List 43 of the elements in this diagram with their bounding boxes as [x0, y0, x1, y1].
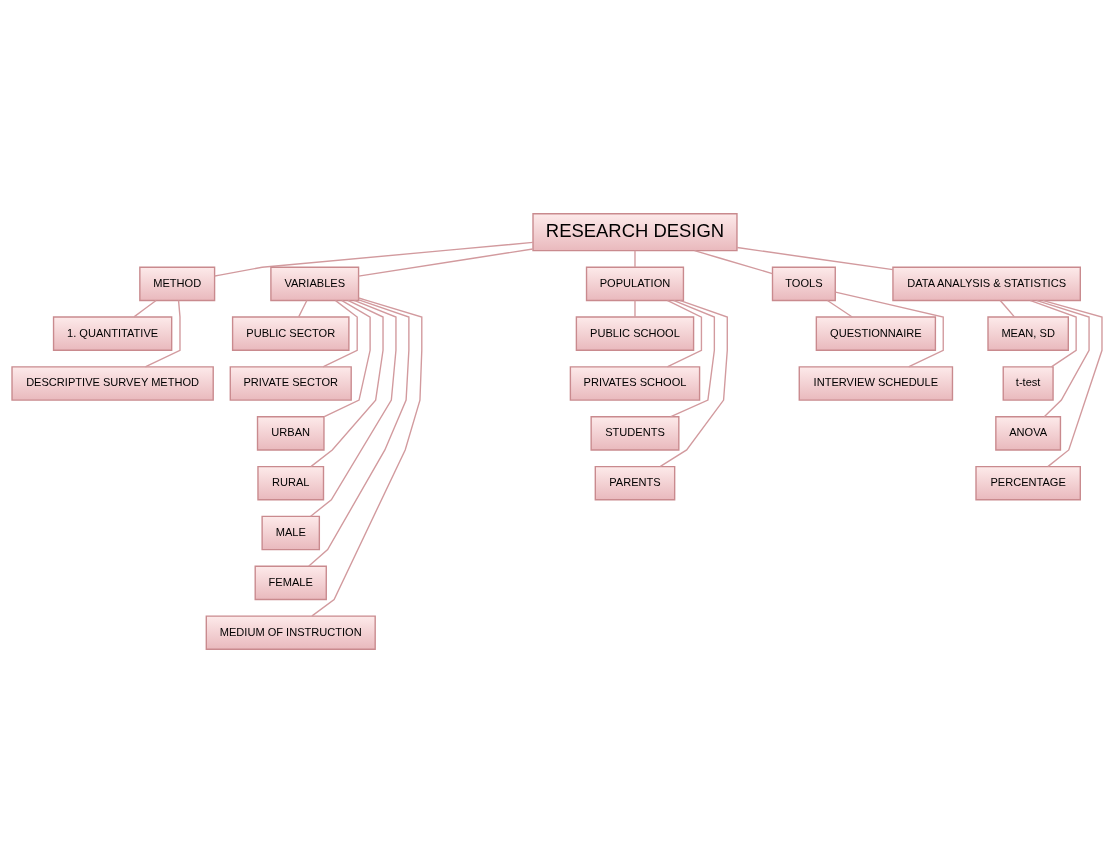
connector	[1029, 299, 1077, 368]
connector	[298, 299, 308, 318]
node-box: PRIVATE SECTOR	[229, 366, 352, 401]
node-box: DATA ANALYSIS & STATISTICS	[892, 266, 1081, 302]
connector	[826, 299, 853, 318]
node-box: DESCRIPTIVE SURVEY METHOD	[11, 366, 214, 401]
connector	[669, 299, 716, 418]
connector	[310, 299, 384, 468]
connector	[309, 299, 397, 518]
node-box: FEMALE	[254, 565, 327, 601]
node-box: RESEARCH DESIGN	[532, 213, 738, 252]
connector	[308, 299, 410, 567]
connector	[634, 250, 636, 268]
node-box: METHOD	[139, 266, 216, 302]
node-box: QUESTIONNAIRE	[815, 316, 937, 351]
node-box: VARIABLES	[270, 266, 360, 302]
node-box: MALE	[261, 515, 321, 551]
connector	[133, 299, 157, 318]
connector	[1035, 299, 1090, 418]
connector	[323, 299, 371, 418]
node-box: PUBLIC SECTOR	[231, 316, 350, 351]
node-box: RURAL	[257, 465, 325, 501]
node-box: TOOLS	[771, 266, 836, 302]
connector	[214, 241, 534, 277]
connector	[999, 299, 1016, 318]
node-box: 1. QUANTITATIVE	[52, 316, 173, 351]
node-box: STUDENTS	[590, 416, 680, 451]
connector	[693, 249, 773, 275]
connector	[357, 248, 534, 277]
node-box: t-test	[1002, 366, 1054, 401]
node-box: MEAN, SD	[987, 316, 1069, 351]
node-box: MEDIUM OF INSTRUCTION	[205, 615, 376, 650]
node-box: ANOVA	[995, 416, 1062, 451]
connector	[634, 299, 636, 318]
node-box: PERCENTAGE	[975, 465, 1081, 501]
connector	[659, 299, 728, 468]
node-box: PUBLIC SCHOOL	[575, 316, 695, 351]
node-box: INTERVIEW SCHEDULE	[798, 366, 954, 401]
connector	[736, 246, 894, 271]
node-box: URBAN	[256, 416, 325, 451]
node-box: PRIVATES SCHOOL	[569, 366, 701, 401]
node-box: PARENTS	[594, 465, 676, 501]
node-box: POPULATION	[585, 266, 685, 302]
